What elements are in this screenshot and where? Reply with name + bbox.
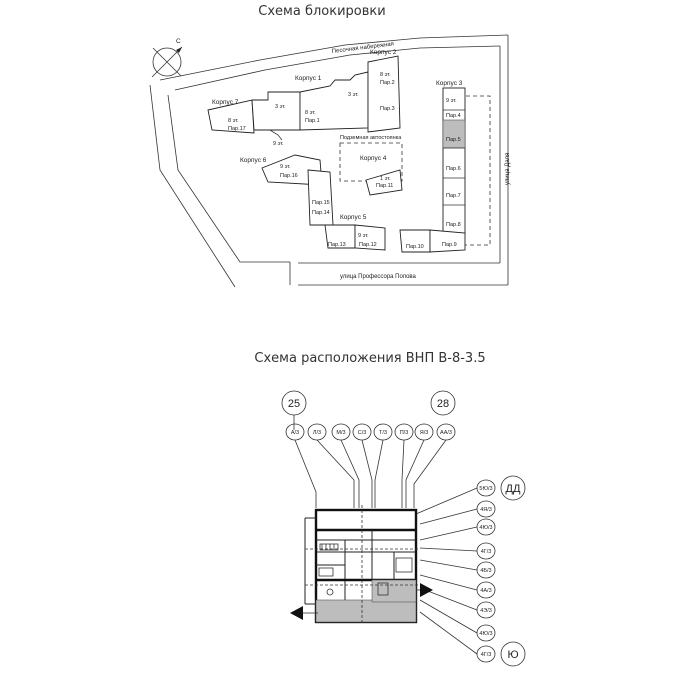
svg-text:Пар.10: Пар.10 [406, 244, 424, 250]
svg-text:4Ю/3: 4Ю/3 [479, 631, 492, 637]
svg-text:А/3: А/3 [291, 430, 299, 436]
svg-text:Пар.1: Пар.1 [305, 118, 320, 124]
axis-bubble-25: 25 [281, 390, 307, 430]
north-compass-icon: С [151, 38, 183, 78]
svg-text:Пар.13: Пар.13 [328, 242, 346, 248]
building-korpus-1: Корпус 1 3 эт. 8 эт. Пар.1 3 эт. [251, 71, 369, 131]
svg-text:1 эт.: 1 эт. [380, 176, 391, 182]
svg-text:8 эт.: 8 эт. [380, 72, 391, 78]
svg-text:28: 28 [437, 398, 449, 410]
svg-text:Пар.16: Пар.16 [280, 173, 298, 179]
svg-text:Л/3: Л/3 [313, 430, 321, 436]
street-outlines [149, 34, 509, 288]
svg-text:4Г/3: 4Г/3 [481, 652, 492, 658]
apartment-floor-plan [304, 505, 420, 625]
svg-text:3 эт.: 3 эт. [348, 92, 359, 98]
svg-text:8 эт.: 8 эт. [305, 110, 316, 116]
svg-text:25: 25 [288, 398, 300, 410]
svg-text:4Ю/3: 4Ю/3 [479, 525, 492, 531]
svg-text:Ю: Ю [507, 649, 518, 661]
axis-bubble-yu: Ю [500, 641, 526, 667]
parking-outline-2 [445, 95, 491, 246]
section-arrow-right-icon [420, 583, 433, 597]
svg-text:Пар.6: Пар.6 [446, 166, 461, 172]
svg-text:Корпус 1: Корпус 1 [295, 75, 322, 82]
svg-text:Пар.2: Пар.2 [380, 80, 395, 86]
svg-text:5Ю/3: 5Ю/3 [479, 486, 492, 492]
compass-label: С [176, 38, 181, 45]
parking-outline [339, 142, 403, 182]
axis-bubble-dd: ДД [500, 475, 526, 501]
svg-text:9 эт.: 9 эт. [446, 98, 457, 104]
right-leader-lines [415, 487, 478, 655]
parking-label: Подземная автостоянка [340, 135, 402, 141]
svg-text:4Э/3: 4Э/3 [480, 608, 492, 614]
svg-text:4А/3: 4А/3 [480, 588, 491, 594]
building-korpus-4: Корпус 4 1 эт. Пар.11 [360, 155, 403, 196]
svg-text:П/3: П/3 [400, 430, 409, 436]
building-korpus-5: Корпус 5 9 эт. Пар.12 Пар.13 [324, 214, 386, 251]
svg-text:9 эт.: 9 эт. [273, 141, 284, 147]
svg-text:4Б/3: 4Б/3 [480, 568, 491, 574]
svg-text:8 эт.: 8 эт. [228, 118, 239, 124]
svg-text:АА/3: АА/3 [440, 430, 452, 436]
svg-text:Пар.7: Пар.7 [446, 193, 461, 199]
svg-text:Корпус 4: Корпус 4 [360, 155, 387, 162]
top-axis-bubbles: А/3 Л/3 М/3 С/3 Т/3 П/3 Я/3 АА/3 [285, 423, 456, 441]
svg-text:Пар.3: Пар.3 [380, 106, 395, 112]
building-korpus-2: Корпус 2 8 эт. Пар.2 Пар.3 [367, 49, 401, 133]
svg-text:9 эт.: 9 эт. [280, 164, 291, 170]
svg-text:Пар.15: Пар.15 [312, 200, 330, 206]
svg-text:Корпус 7: Корпус 7 [212, 99, 239, 106]
svg-text:Корпус 5: Корпус 5 [340, 214, 367, 221]
svg-text:Пар.11: Пар.11 [376, 183, 393, 189]
svg-text:Т/3: Т/3 [379, 430, 387, 436]
svg-text:Корпус 2: Корпус 2 [370, 49, 397, 56]
top-leader-lines [294, 439, 447, 508]
svg-text:Пар.14: Пар.14 [312, 210, 330, 216]
building-korpus-7: Корпус 7 8 эт. Пар.17 [207, 99, 255, 134]
svg-text:ДД: ДД [506, 483, 521, 495]
svg-text:4Г/3: 4Г/3 [481, 549, 492, 555]
svg-text:Корпус 6: Корпус 6 [240, 157, 267, 164]
svg-text:Корпус 3: Корпус 3 [436, 80, 463, 87]
svg-text:М/3: М/3 [336, 430, 345, 436]
building-korpus-3: Корпус 3 9 эт. Пар.4 Пар.5 Пар.6 Пар.7 П… [436, 80, 466, 234]
scheme2-title: Схема расположения ВНП В-8-3.5 [254, 351, 485, 366]
building-korpus-6: Корпус 6 9 эт. Пар.16 Пар.15 Пар.14 9 эт… [240, 129, 334, 226]
svg-text:3 эт.: 3 эт. [275, 104, 286, 110]
svg-text:Пар.12: Пар.12 [359, 242, 377, 248]
svg-text:9 эт.: 9 эт. [358, 233, 369, 239]
svg-text:Пар.8: Пар.8 [446, 222, 461, 228]
svg-text:4Я/3: 4Я/3 [480, 507, 492, 513]
svg-text:Пар.5: Пар.5 [446, 137, 461, 143]
street-bottom-label: улица Профессора Попова [340, 274, 417, 280]
street-right-label: улица Даля [505, 153, 511, 185]
svg-text:Я/3: Я/3 [420, 430, 429, 436]
building-korpus-3-south: Пар.9 Пар.10 [399, 229, 466, 253]
scheme1-title: Схема блокировки [258, 4, 385, 19]
svg-text:Пар.17: Пар.17 [228, 126, 246, 132]
axis-bubble-28: 28 [430, 390, 456, 416]
svg-text:С/3: С/3 [358, 430, 367, 436]
svg-text:Пар.4: Пар.4 [446, 113, 461, 119]
right-axis-bubbles: 5Ю/3 4Я/3 4Ю/3 4Г/3 4Б/3 4А/3 4Э/3 4Ю/3 … [476, 479, 496, 663]
section-arrow-left-icon [290, 606, 303, 620]
svg-text:Пар.9: Пар.9 [442, 242, 457, 248]
